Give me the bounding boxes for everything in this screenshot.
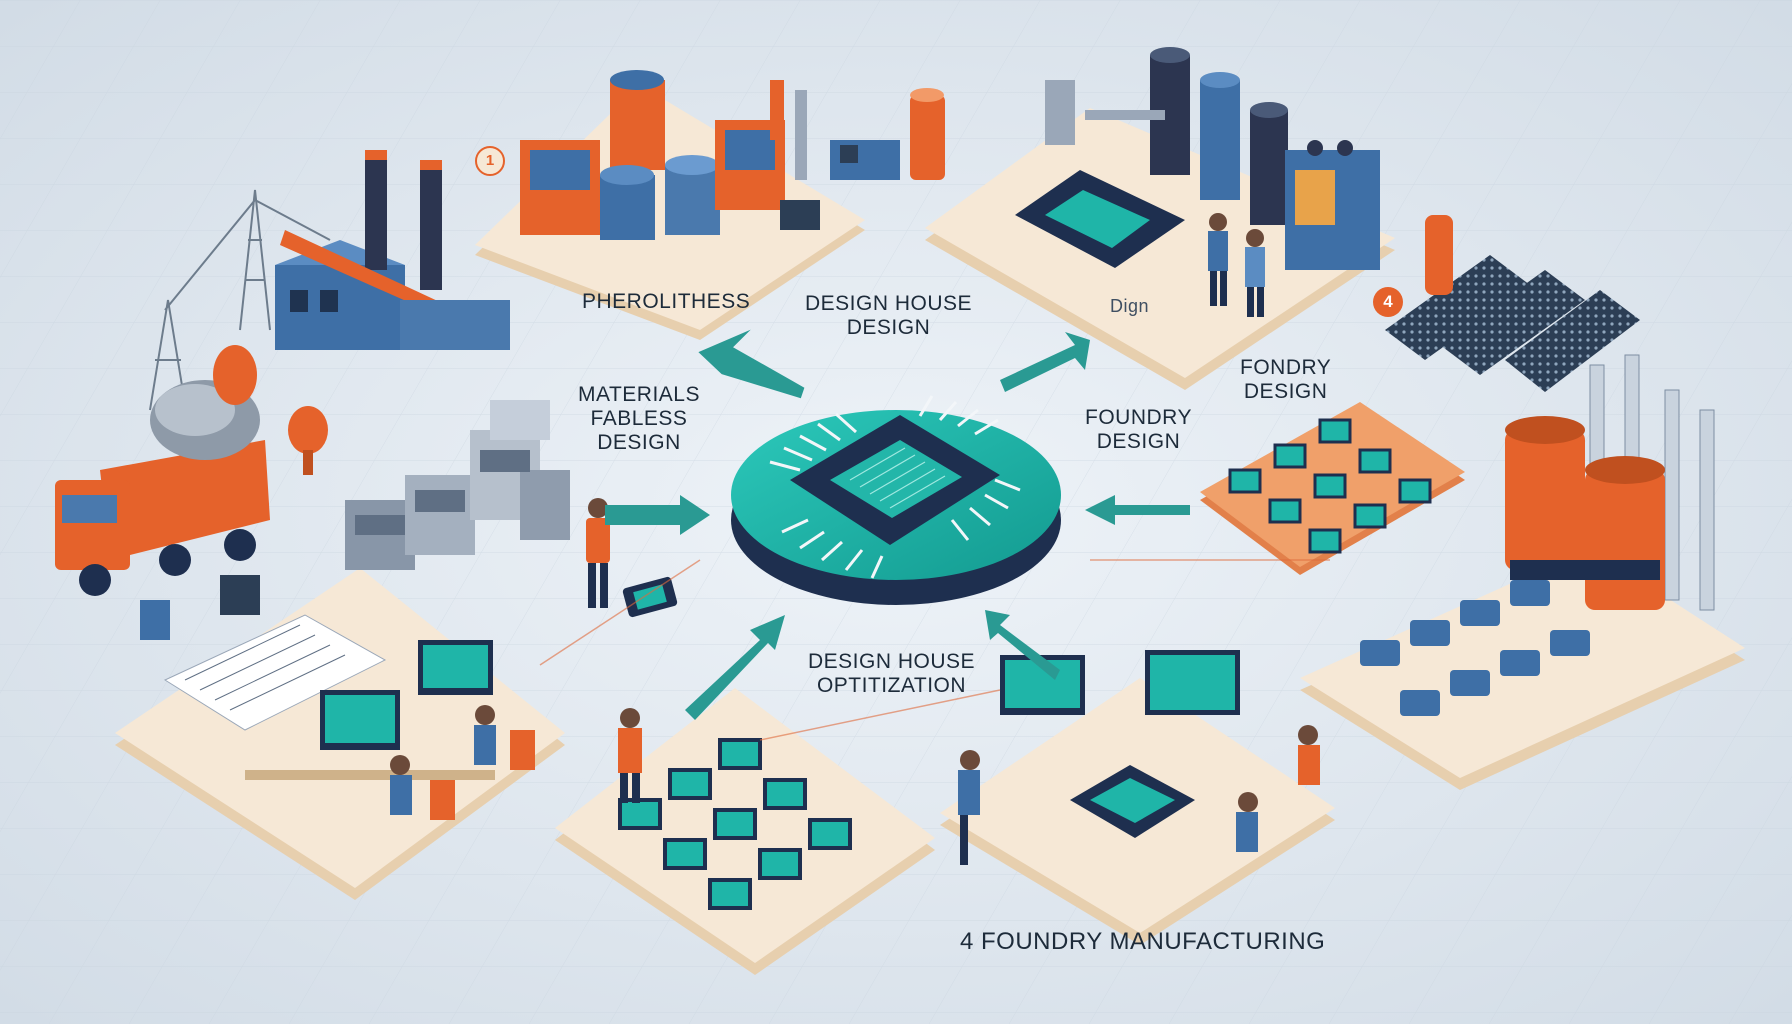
label-foundry-right: FONDRY DESIGN bbox=[1240, 356, 1331, 404]
label-foundry-right-line2: DESIGN bbox=[1240, 380, 1331, 404]
label-foundry-mid: FOUNDRY DESIGN bbox=[1085, 406, 1192, 454]
storage-tank-icon-right bbox=[1425, 215, 1453, 295]
label-materials-line1: MATERIALS bbox=[578, 383, 700, 407]
label-design-house-top: DESIGN HOUSE DESIGN bbox=[805, 292, 972, 340]
label-design-house-top-line1: DESIGN HOUSE bbox=[805, 292, 972, 316]
label-foundry-manufacturing: 4 FOUNDRY MANUFACTURING bbox=[960, 928, 1325, 956]
monitor-text: Dign bbox=[1110, 296, 1149, 317]
label-design-house-bottom-line1: DESIGN HOUSE bbox=[808, 650, 975, 674]
label-photolithography: PHEROLITHESS bbox=[582, 290, 750, 314]
step-badge-top: 1 bbox=[475, 146, 505, 176]
step-badge-right: 4 bbox=[1373, 287, 1403, 317]
label-foundry-mid-line2: DESIGN bbox=[1085, 430, 1192, 454]
label-design-house-bottom-line2: OPTITIZATION bbox=[808, 674, 975, 698]
label-materials-line3: DESIGN bbox=[578, 431, 700, 455]
label-design-house-top-line2: DESIGN bbox=[805, 316, 972, 340]
label-materials-fabless: MATERIALS FABLESS DESIGN bbox=[578, 383, 700, 455]
label-foundry-right-line1: FONDRY bbox=[1240, 356, 1331, 380]
label-materials-line2: FABLESS bbox=[578, 407, 700, 431]
label-design-house-bottom: DESIGN HOUSE OPTITIZATION bbox=[808, 650, 975, 698]
label-foundry-mid-line1: FOUNDRY bbox=[1085, 406, 1192, 430]
